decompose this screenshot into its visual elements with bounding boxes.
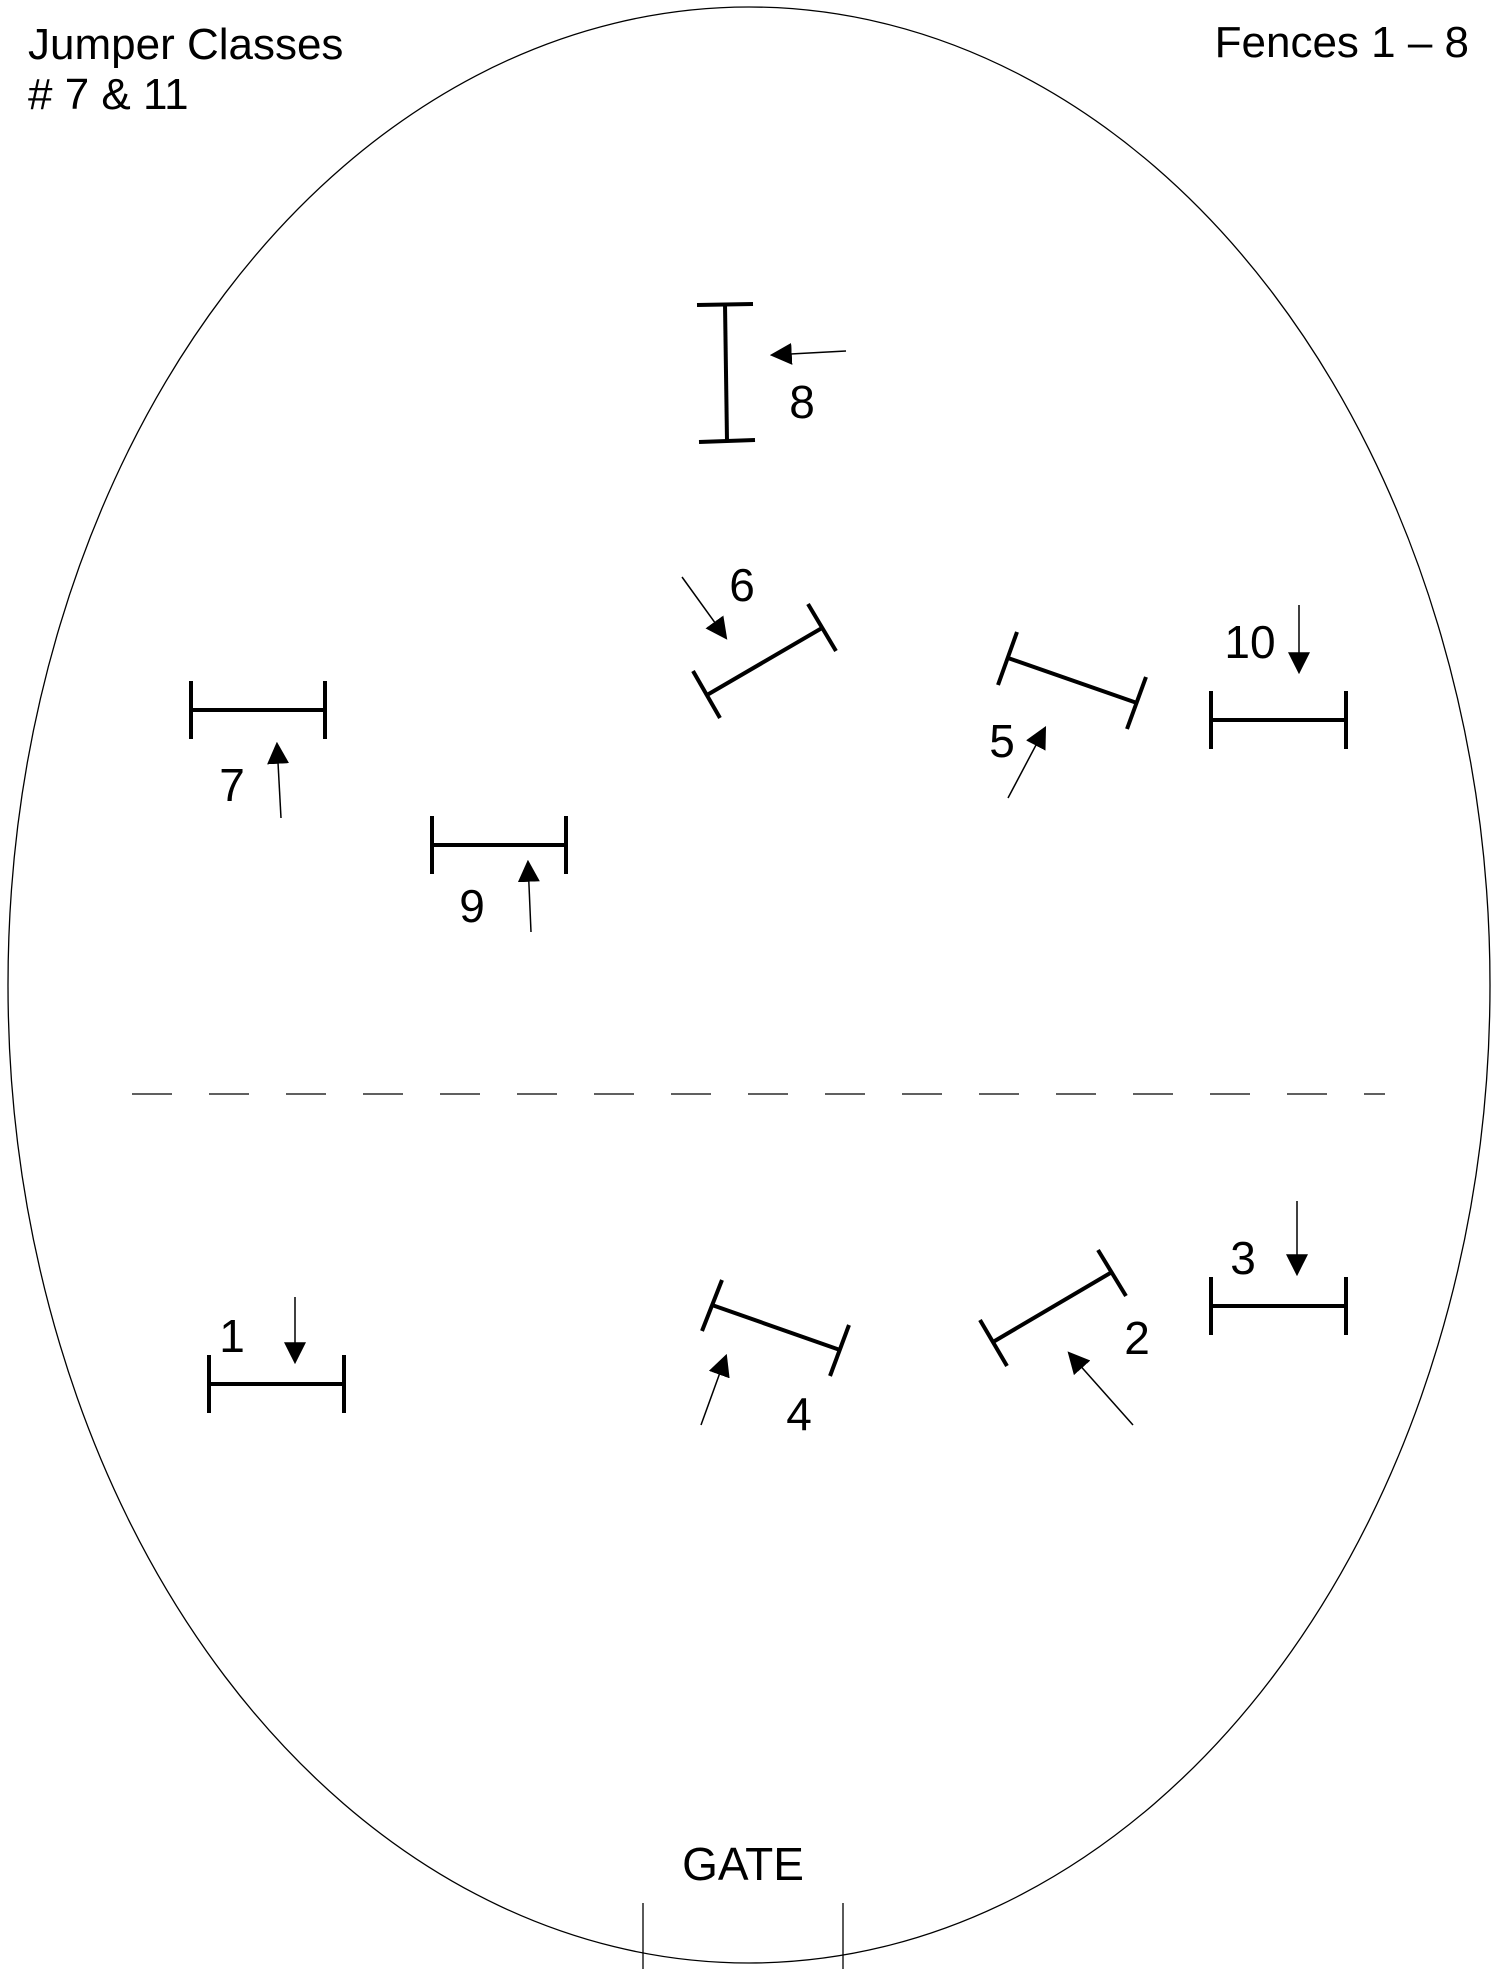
fence-8-wing-top [696, 302, 754, 307]
fence-6-direction-arrow [681, 576, 728, 640]
fence-2-wing-right [1096, 1248, 1128, 1298]
fence-4-direction-arrow [700, 1353, 730, 1426]
fence-7-number: 7 [219, 759, 245, 811]
fence-3: 3 [1209, 1201, 1348, 1335]
fence-8: 8 [696, 302, 847, 444]
fence-7: 7 [189, 681, 327, 819]
fence-2-direction-arrow [1067, 1351, 1134, 1426]
fence-5-rail [1007, 656, 1138, 705]
fence-6: 6 [681, 559, 838, 719]
fence-9-direction-arrow [517, 859, 540, 933]
fence-8-wing-bottom [698, 438, 756, 444]
fence-10: 10 [1209, 605, 1348, 749]
course-title: Jumper Classes [28, 20, 344, 69]
fence-10-number: 10 [1224, 616, 1275, 668]
gate-label: GATE [682, 1838, 804, 1890]
fence-5-wing-right [1125, 676, 1148, 730]
fence-4: 4 [700, 1279, 851, 1440]
fence-5-wing-left [996, 631, 1019, 686]
fence-9: 9 [430, 816, 568, 933]
class-numbers: # 7 & 11 [28, 70, 189, 119]
fence-2: 2 [978, 1248, 1150, 1426]
fence-1-number: 1 [219, 1310, 245, 1362]
fence-6-number: 6 [729, 559, 755, 611]
fence-4-number: 4 [786, 1388, 812, 1440]
fence-6-wing-right [806, 602, 838, 653]
fence-3-number: 3 [1230, 1232, 1256, 1284]
fence-5-direction-arrow [1007, 726, 1047, 799]
fence-2-rail [991, 1270, 1114, 1344]
fence-9-number: 9 [459, 880, 485, 932]
fence-1: 1 [207, 1297, 346, 1413]
fence-8-direction-arrow [769, 342, 847, 365]
fence-8-rail [723, 303, 729, 442]
fence-6-rail [705, 626, 824, 697]
fence-4-wing-right [828, 1324, 851, 1377]
fences-range: Fences 1 – 8 [1214, 18, 1469, 67]
title-block: Jumper Classes # 7 & 11 [28, 20, 343, 120]
arena-outline [7, 6, 1491, 1964]
fence-7-direction-arrow [267, 741, 290, 819]
fence-2-wing-left [978, 1318, 1009, 1368]
fence-5-number: 5 [989, 715, 1015, 767]
fence-4-rail [711, 1303, 841, 1352]
fence-2-number: 2 [1124, 1312, 1150, 1364]
fence-4-wing-left [700, 1279, 724, 1332]
gate: GATE [642, 1838, 844, 1969]
fence-5: 5 [989, 631, 1148, 799]
fence-8-number: 8 [789, 376, 815, 428]
fence-6-wing-left [691, 670, 722, 719]
